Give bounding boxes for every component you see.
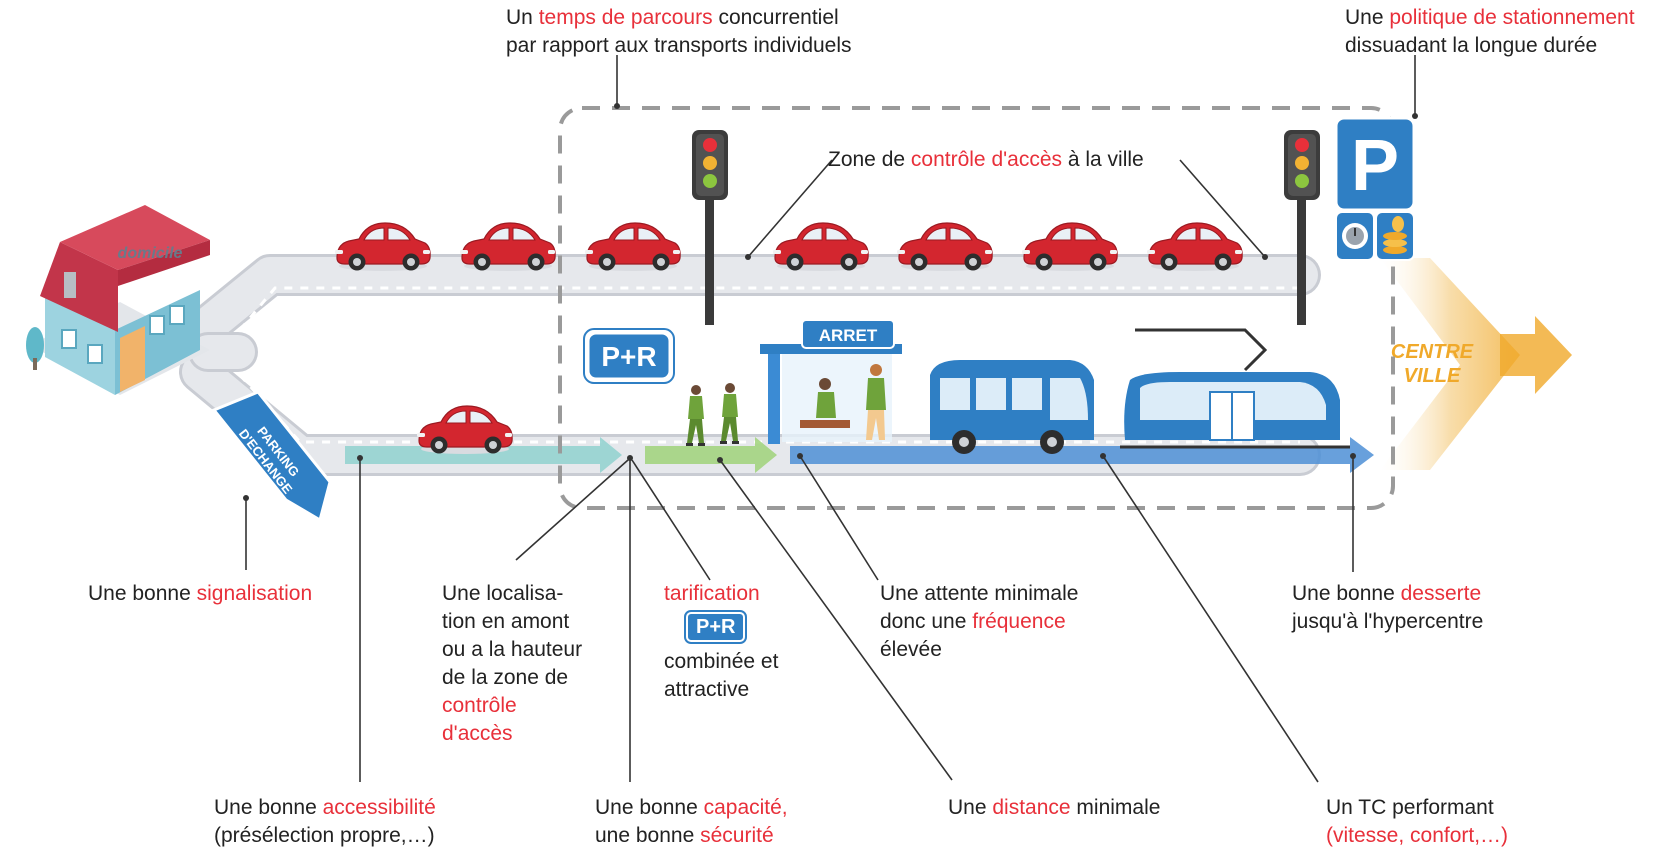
highlight: sécurité (700, 824, 774, 847)
leader-lines (245, 55, 1416, 783)
leader-dots (243, 103, 1418, 501)
car-queue (334, 222, 1243, 272)
label-temps-parcours: Un temps de parcours concurrentiel par r… (506, 4, 852, 60)
house-illustration: domicile (26, 205, 210, 395)
text: Une bonne (214, 796, 323, 819)
text: dissuadant la longue durée (1345, 34, 1598, 57)
text: (présélection propre,…) (214, 824, 435, 847)
text: Une (1345, 6, 1390, 29)
car-4 (772, 222, 869, 272)
label-capacite: Une bonne capacité, une bonne sécurité (595, 794, 788, 850)
car-1 (334, 222, 431, 272)
text: une bonne (595, 824, 701, 847)
centre-ville-arrow: CENTRE VILLE (1380, 258, 1572, 470)
label-tarification: tarification P+R combinée et attractive (664, 580, 778, 704)
text: Une localisa- (442, 582, 564, 605)
parking-sign-letter: P (1351, 126, 1399, 206)
text: tion en amont (442, 610, 570, 633)
text: par rapport aux transports individuels (506, 34, 852, 57)
car-5 (896, 222, 993, 272)
highlight: d'accès (442, 722, 513, 745)
text: minimale (1070, 796, 1161, 819)
label-politique-stationnement: Une politique de stationnement dissuadan… (1345, 4, 1635, 60)
car-7 (1146, 222, 1243, 272)
text: Une bonne (595, 796, 704, 819)
highlight: desserte (1400, 582, 1482, 605)
label-desserte: Une bonne desserte jusqu'à l'hypercentre (1292, 580, 1483, 636)
text: donc une (880, 610, 973, 633)
label-accessibilite: Une bonne accessibilité (présélection pr… (214, 794, 436, 850)
text: Un TC performant (1326, 796, 1494, 819)
bus-stop: ARRET (760, 319, 902, 444)
car-bottom (416, 405, 513, 455)
highlight: accessibilité (322, 796, 436, 819)
text: Une bonne (88, 582, 197, 605)
text: de la zone de (442, 666, 569, 689)
text: attractive (664, 678, 750, 701)
highlight: distance (992, 796, 1071, 819)
access-control-zone (558, 106, 1395, 510)
highlight: (vitesse, confort,…) (1326, 824, 1509, 847)
text: à la ville (1062, 148, 1144, 171)
centre-label-1: CENTRE (1391, 341, 1474, 363)
bus (930, 360, 1094, 454)
highlight: contrôle (442, 694, 517, 717)
centre-label-2: VILLE (1404, 365, 1461, 387)
label-localisation: Une localisa- tion en amont ou a la haut… (442, 580, 582, 748)
text: combinée et (664, 650, 779, 673)
text: ou a la hauteur (442, 638, 583, 661)
car-6 (1021, 222, 1118, 272)
label-distance: Une distance minimale (948, 794, 1160, 822)
highlight: contrôle d'accès (910, 148, 1062, 171)
label-attente: Une attente minimale donc une fréquence … (880, 580, 1078, 664)
pr-mini-badge: P+R (683, 610, 748, 644)
text: élevée (880, 638, 942, 661)
highlight: signalisation (196, 582, 313, 605)
domicile-label: domicile (118, 245, 183, 262)
highlight: politique de stationnement (1389, 6, 1635, 29)
arret-label: ARRET (819, 326, 878, 345)
text: concurrentiel (712, 6, 839, 29)
pr-sign: P+R (583, 328, 675, 384)
text: Zone de (828, 148, 911, 171)
text: jusqu'à l'hypercentre (1292, 610, 1484, 633)
text: Une bonne (1292, 582, 1401, 605)
label-zone-controle: Zone de contrôle d'accès à la ville (828, 146, 1144, 174)
label-tc-performant: Un TC performant (vitesse, confort,…) (1326, 794, 1508, 850)
parking-sign: P (1334, 116, 1416, 261)
highlight: capacité, (703, 796, 788, 819)
tram (1120, 328, 1350, 449)
highlight: tarification (664, 582, 760, 605)
highlight: fréquence (972, 610, 1066, 633)
car-3 (584, 222, 681, 272)
label-signalisation: Une bonne signalisation (88, 580, 312, 608)
car-2 (459, 222, 556, 272)
highlight: temps de parcours (538, 6, 713, 29)
text: Un (506, 6, 539, 29)
pr-sign-text: P+R (601, 341, 656, 372)
text: Une attente minimale (880, 582, 1079, 605)
text: Une (948, 796, 993, 819)
